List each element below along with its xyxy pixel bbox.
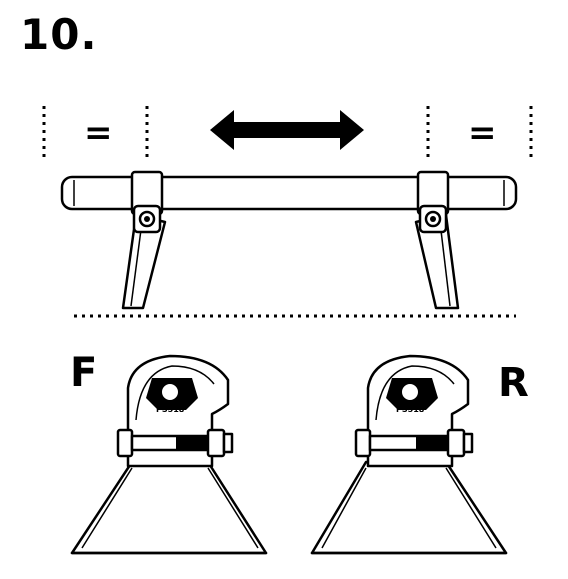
front-part-code: PS518 [156, 405, 185, 414]
tube-assembly [60, 170, 518, 310]
equal-sign-right: = [468, 113, 497, 153]
spacing-guides: = = [42, 106, 533, 158]
rear-label: R [498, 360, 529, 406]
crossbar-tube [60, 175, 518, 211]
step-number: 10. [20, 10, 98, 59]
rear-foot-detail: PS518 [310, 354, 508, 555]
equal-sign-left: = [84, 113, 113, 153]
rear-part-code: PS518 [396, 405, 425, 414]
front-foot-detail: PS518 [70, 354, 268, 555]
double-headed-arrow-icon [210, 110, 364, 150]
front-label: F [70, 350, 98, 396]
